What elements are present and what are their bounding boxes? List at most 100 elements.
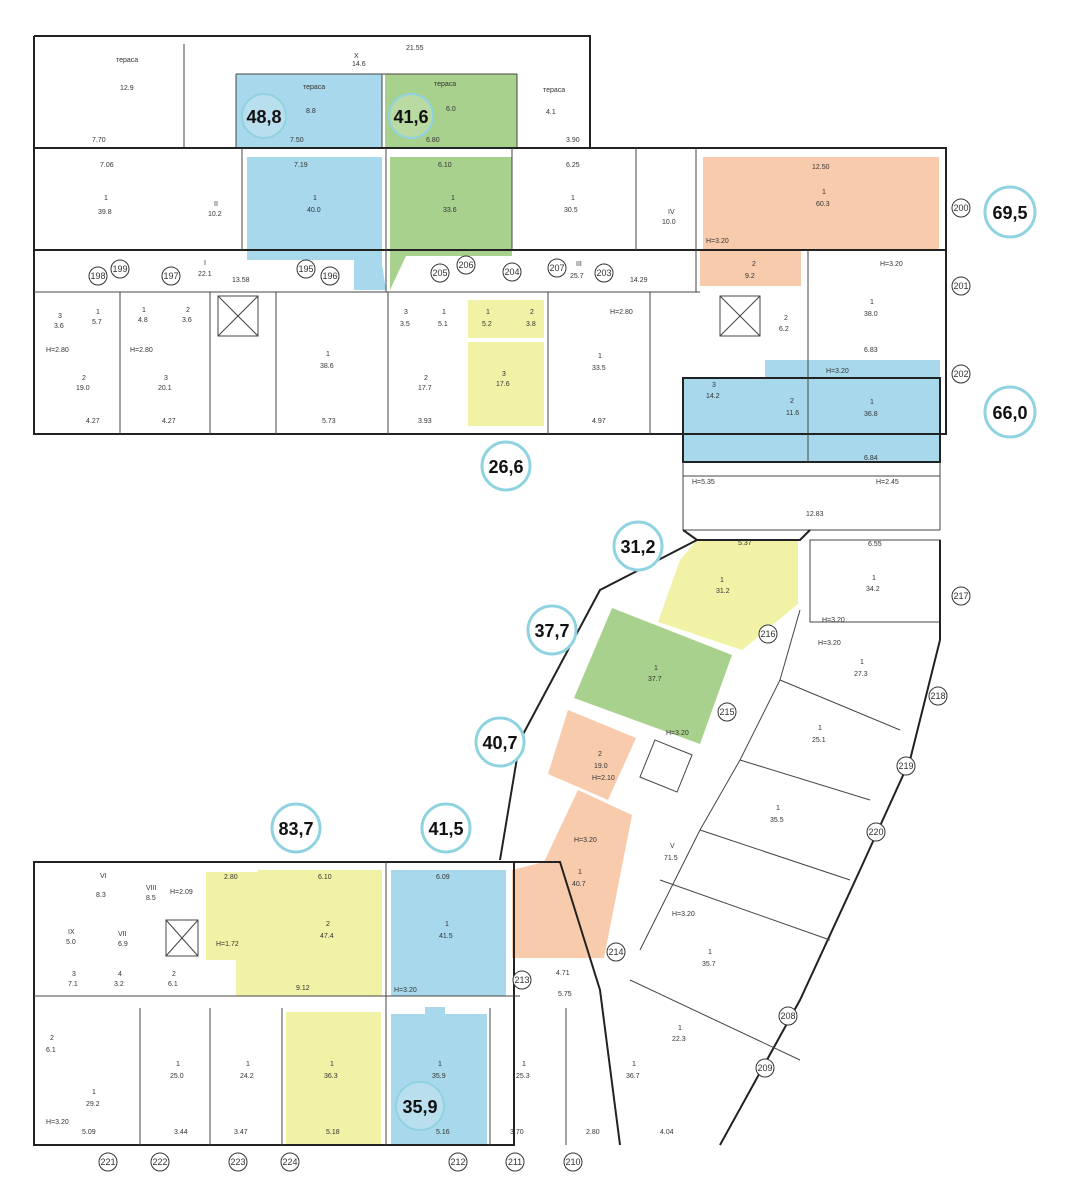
marker[interactable]: 215: [717, 702, 737, 722]
label: 6.84: [864, 455, 878, 462]
label: 6.2: [779, 326, 789, 333]
label: 3: [164, 375, 168, 382]
label: тераса: [303, 84, 325, 91]
marker-label: 223: [230, 1157, 245, 1167]
label: 35.7: [702, 961, 716, 968]
label: 6.55: [868, 541, 882, 548]
label: I: [204, 260, 206, 267]
apt-48-8-room[interactable]: [247, 157, 386, 290]
marker[interactable]: 199: [110, 259, 130, 279]
label: 12.9: [120, 85, 134, 92]
label: H=3.20: [394, 987, 417, 994]
label: 12.83: [806, 511, 824, 518]
area-badge[interactable]: 41,6: [388, 93, 434, 139]
apt-26-6-a[interactable]: [468, 300, 544, 338]
marker[interactable]: 212: [448, 1152, 468, 1172]
label: 3: [58, 313, 62, 320]
label: 3.44: [174, 1129, 188, 1136]
label: H=5.35: [692, 479, 715, 486]
marker[interactable]: 218: [928, 686, 948, 706]
marker[interactable]: 207: [547, 258, 567, 278]
area-badge[interactable]: 41,5: [420, 802, 472, 854]
badge-label: 26,6: [488, 457, 523, 477]
area-badge[interactable]: 40,7: [474, 716, 526, 768]
marker[interactable]: 195: [296, 259, 316, 279]
marker[interactable]: 201: [951, 276, 971, 296]
label: тераса: [543, 87, 565, 94]
label: 1: [486, 309, 490, 316]
area-badge[interactable]: 31,2: [612, 520, 664, 572]
apt-41-6-room[interactable]: [390, 157, 512, 290]
label: 19.0: [594, 763, 608, 770]
marker[interactable]: 200: [951, 198, 971, 218]
label: 4.04: [660, 1129, 674, 1136]
marker[interactable]: 213: [512, 970, 532, 990]
marker[interactable]: 214: [606, 942, 626, 962]
marker-label: 218: [930, 691, 945, 701]
marker[interactable]: 197: [161, 266, 181, 286]
label: 20.1: [158, 385, 172, 392]
apt-69-5-room[interactable]: [703, 157, 939, 249]
marker[interactable]: 205: [430, 263, 450, 283]
marker[interactable]: 209: [755, 1058, 775, 1078]
marker[interactable]: 224: [280, 1152, 300, 1172]
label: 4.27: [162, 418, 176, 425]
label: 1: [578, 869, 582, 876]
label: 36.8: [864, 411, 878, 418]
apt-66-0[interactable]: [683, 360, 940, 462]
apt-69-5-kitchen[interactable]: [700, 250, 801, 286]
label: 8.5: [146, 895, 156, 902]
label: 1: [860, 659, 864, 666]
label: 7.50: [290, 137, 304, 144]
label: H=3.20: [706, 238, 729, 245]
label: 1: [870, 399, 874, 406]
area-badge[interactable]: 66,0: [983, 385, 1037, 439]
label: 7.1: [68, 981, 78, 988]
area-badge[interactable]: 69,5: [983, 185, 1037, 239]
apt-48-8-terrace[interactable]: [236, 74, 382, 148]
marker[interactable]: 217: [951, 586, 971, 606]
marker[interactable]: 204: [502, 262, 522, 282]
area-badge[interactable]: 48,8: [241, 93, 287, 139]
apt-40-7-upper[interactable]: [548, 710, 636, 800]
marker[interactable]: 202: [951, 364, 971, 384]
area-badge[interactable]: 37,7: [526, 604, 578, 656]
marker[interactable]: 211: [505, 1152, 525, 1172]
marker[interactable]: 219: [896, 756, 916, 776]
apt-35-9[interactable]: [391, 1007, 487, 1145]
apt-26-6-b[interactable]: [468, 342, 544, 426]
marker-label: 215: [719, 707, 734, 717]
marker[interactable]: 222: [150, 1152, 170, 1172]
area-badge[interactable]: 35,9: [395, 1081, 445, 1131]
marker[interactable]: 198: [88, 266, 108, 286]
marker[interactable]: 210: [563, 1152, 583, 1172]
apt-83-7-room[interactable]: [286, 1012, 381, 1145]
label: 2.80: [586, 1129, 600, 1136]
apt-83-7[interactable]: [206, 870, 382, 996]
apt-41-5[interactable]: [391, 870, 506, 996]
marker[interactable]: 208: [778, 1006, 798, 1026]
marker[interactable]: 216: [758, 624, 778, 644]
apt-40-7-lower[interactable]: [512, 790, 632, 958]
label: 1: [451, 195, 455, 202]
label: 1: [654, 665, 658, 672]
apt-41-6-terrace[interactable]: [385, 74, 517, 148]
area-badge[interactable]: 26,6: [480, 440, 532, 492]
label: 6.0: [446, 106, 456, 113]
label: 1: [822, 189, 826, 196]
label: 5.09: [82, 1129, 96, 1136]
marker[interactable]: 196: [320, 266, 340, 286]
marker[interactable]: 223: [228, 1152, 248, 1172]
apt-37-7[interactable]: [574, 608, 732, 744]
marker[interactable]: 220: [866, 822, 886, 842]
label: 1: [142, 307, 146, 314]
badge-label: 66,0: [992, 403, 1027, 423]
label: 1: [632, 1061, 636, 1068]
area-badge[interactable]: 83,7: [270, 802, 322, 854]
marker[interactable]: 206: [456, 255, 476, 275]
marker[interactable]: 221: [98, 1152, 118, 1172]
marker[interactable]: 203: [594, 263, 614, 283]
apt-31-2[interactable]: [658, 540, 798, 650]
label: 6.80: [426, 137, 440, 144]
